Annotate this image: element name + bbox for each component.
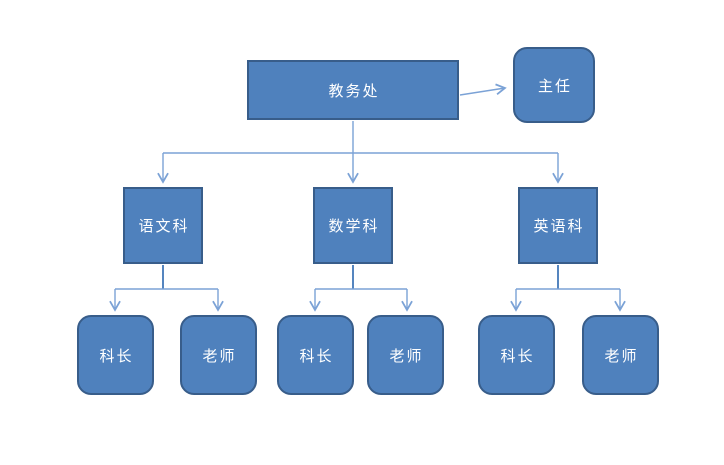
node-root: 教务处 bbox=[247, 60, 459, 120]
edge-root-director bbox=[459, 83, 507, 96]
node-dept-chinese: 语文科 bbox=[123, 187, 203, 264]
node-math-teacher: 老师 bbox=[367, 315, 444, 395]
node-english-teacher: 老师 bbox=[582, 315, 659, 395]
node-math-chief: 科长 bbox=[277, 315, 354, 395]
node-chinese-teacher: 老师 bbox=[180, 315, 257, 395]
node-director: 主任 bbox=[513, 47, 595, 123]
node-dept-english: 英语科 bbox=[518, 187, 598, 264]
node-english-chief: 科长 bbox=[478, 315, 555, 395]
node-dept-math: 数学科 bbox=[313, 187, 393, 264]
node-chinese-chief: 科长 bbox=[77, 315, 154, 395]
